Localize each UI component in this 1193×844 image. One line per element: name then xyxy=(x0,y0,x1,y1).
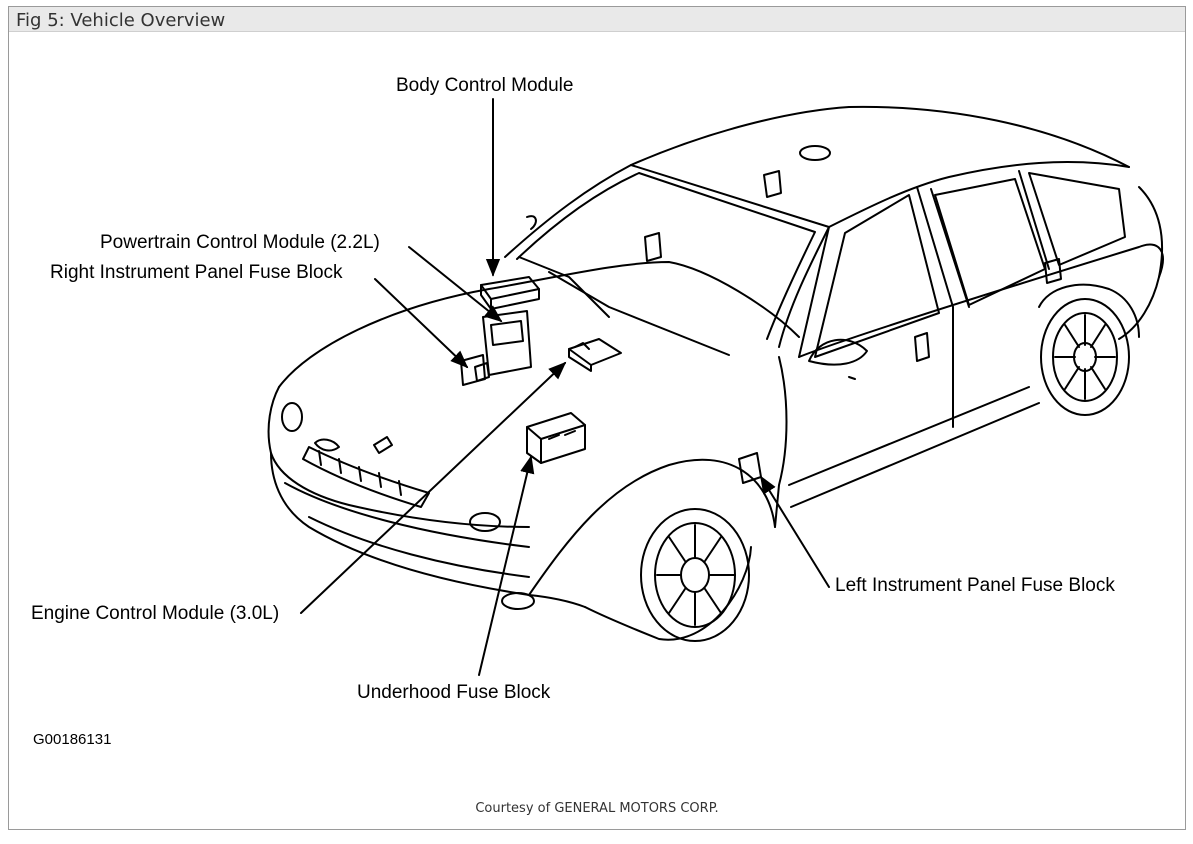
powertrain-control-module-shape xyxy=(482,310,532,376)
leader-left-ip-fuse-block xyxy=(760,475,830,588)
label-left-ip-fuse-block: Left Instrument Panel Fuse Block xyxy=(835,575,1115,596)
figure-frame: Fig 5: Vehicle Overview xyxy=(8,6,1186,830)
label-underhood-fuse-block: Underhood Fuse Block xyxy=(357,682,551,703)
leader-lines xyxy=(300,98,830,676)
credit-line: Courtesy of GENERAL MOTORS CORP. xyxy=(475,801,719,816)
vehicle-line-drawing xyxy=(267,98,1164,676)
figure-title: Fig 5: Vehicle Overview xyxy=(16,10,226,31)
label-body-control-module: Body Control Module xyxy=(396,75,574,96)
car-body xyxy=(267,105,1164,642)
leader-powertrain-control-module xyxy=(408,246,503,323)
right-ip-fuse-block-shape xyxy=(460,354,490,386)
figure-titlebar: Fig 5: Vehicle Overview xyxy=(9,7,1185,32)
label-powertrain-control-module: Powertrain Control Module (2.2L) xyxy=(100,232,380,253)
label-engine-control-module: Engine Control Module (3.0L) xyxy=(31,603,280,624)
left-ip-fuse-block-shape xyxy=(738,452,762,484)
leader-right-ip-fuse-block xyxy=(374,278,469,369)
engine-control-module-shape xyxy=(568,338,622,372)
leader-engine-control-module xyxy=(300,361,567,614)
label-right-ip-fuse-block: Right Instrument Panel Fuse Block xyxy=(50,262,343,283)
underhood-fuse-block-shape xyxy=(526,412,586,464)
leader-underhood-fuse-block xyxy=(478,455,535,676)
body-control-module-shape xyxy=(480,276,540,310)
image-id: G00186131 xyxy=(33,731,112,748)
